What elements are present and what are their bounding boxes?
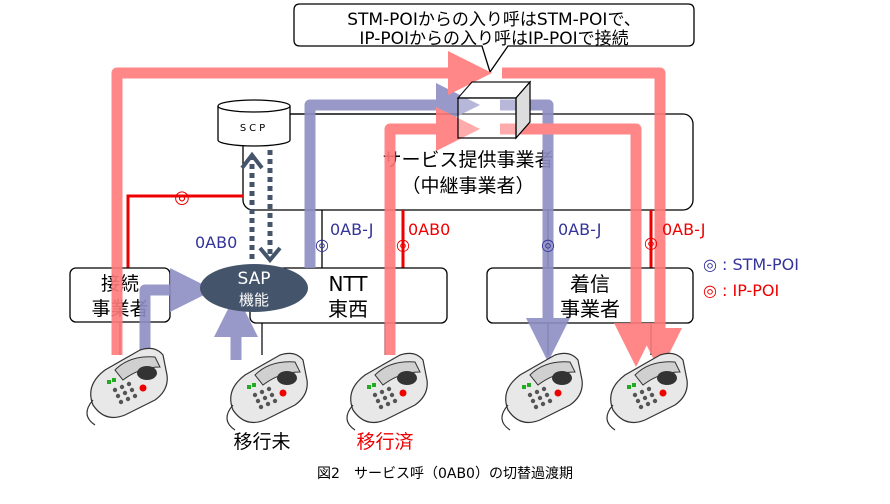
figure-caption: 図2 サービス呼（0AB0）の切替過渡期 [317,466,573,482]
phone-icon [501,352,583,431]
label-sap-0ab0: 0AB0 [195,233,237,252]
stm-path-phone1 [139,268,214,355]
legend-ip-text: : IP-POI [722,281,779,300]
terminating-carrier-label1: 着信 [570,272,610,296]
ip-poi-marker: ◎ [644,233,658,252]
terminating-carrier-label2: 事業者 [560,297,620,321]
poi-switch-cube [456,80,532,140]
ip-path-in-ntt [384,107,480,355]
ip-path-out-1 [502,67,682,372]
legend-stm-symbol: ◎ [703,255,717,274]
ip-link-connect-carrier [126,194,243,268]
scp-label: SCP [240,123,268,134]
ntt-label1: NTT [328,272,368,296]
sap-label1: SAP [238,269,271,289]
ip-path-out-2 [500,123,658,367]
legend-ip-symbol: ◎ [703,281,717,300]
callout-line1: STM-POIからの入り呼はSTM-POIで、 [347,10,641,30]
ip-path-in-connect [111,51,492,355]
label-ntt-0ab0: 0AB0 [408,220,450,239]
phone-icon [346,352,428,431]
ip-poi-marker: ◎ [174,187,190,208]
phone-icon [226,352,308,431]
label-term-0abj-ip: 0AB-J [662,220,705,239]
label-ntt-0abj: 0AB-J [330,220,373,239]
phone-icon [606,352,688,431]
label-not-migrated: 移行未 [233,431,290,453]
label-migrated: 移行済 [356,431,413,453]
legend-stm-text: : STM-POI [722,255,799,274]
stm-poi-marker: ◎ [315,235,329,254]
stm-path-in [304,83,480,268]
sap-function [200,264,308,312]
legend: ◎ : STM-POI ◎ : IP-POI [703,255,799,300]
phone-icon [86,347,168,426]
callout-line2: IP-POIからの入り呼はIP-POIで接続 [359,29,628,49]
ntt-label2: 東西 [328,297,368,321]
service-provider-subtitle: （中継事業者） [401,175,534,197]
arrow-down-icon [258,246,282,264]
sap-label2: 機能 [239,291,269,309]
label-term-0abj-stm: 0AB-J [558,220,601,239]
callout: STM-POIからの入り呼はSTM-POIで、 IP-POIからの入り呼はIP-… [293,3,695,74]
ip-poi-marker: ◎ [396,235,410,254]
arrow-up-icon [240,151,264,170]
service-provider-title: サービス提供事業者 [382,149,553,171]
scp-sap-query [249,150,273,262]
scp-database: SCP [217,99,460,147]
stm-poi-marker: ◎ [541,235,555,254]
